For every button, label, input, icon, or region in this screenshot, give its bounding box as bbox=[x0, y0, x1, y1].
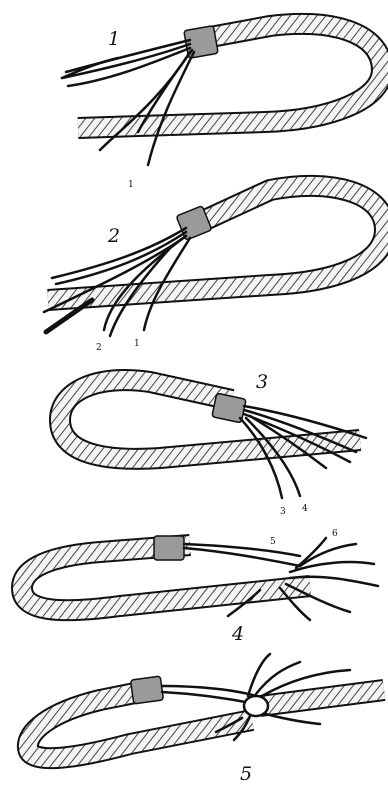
step-4-strand-label-a: 5 bbox=[270, 537, 276, 547]
step-3-number: 3 bbox=[256, 371, 268, 393]
step-5-number: 5 bbox=[240, 763, 252, 785]
step-1-loose-strands bbox=[62, 40, 194, 165]
step-5-seizing-binding bbox=[130, 676, 163, 704]
step-4-number: 4 bbox=[231, 623, 244, 645]
step-3-panel: 3 3 4 bbox=[60, 371, 366, 517]
step-3-strand-label-a: 3 bbox=[280, 507, 286, 517]
step-1-strand-label: 1 bbox=[128, 180, 134, 190]
step-5-tuck-knot bbox=[244, 696, 268, 716]
step-2-strand-label-a: 2 bbox=[96, 343, 102, 353]
step-3-strand-label-b: 4 bbox=[302, 504, 308, 514]
step-5-panel: 5 bbox=[28, 654, 384, 785]
step-1-panel: 1 1 bbox=[62, 24, 382, 190]
step-4-panel: 4 5 6 bbox=[22, 529, 378, 645]
step-2-panel: 2 2 1 bbox=[44, 186, 385, 353]
step-2-number: 2 bbox=[107, 225, 120, 247]
step-2-strand-label-b: 1 bbox=[134, 339, 140, 349]
step-1-number: 1 bbox=[108, 28, 120, 50]
step-4-strand-label-b: 6 bbox=[332, 529, 338, 539]
step-4-seizing-binding bbox=[154, 536, 184, 560]
